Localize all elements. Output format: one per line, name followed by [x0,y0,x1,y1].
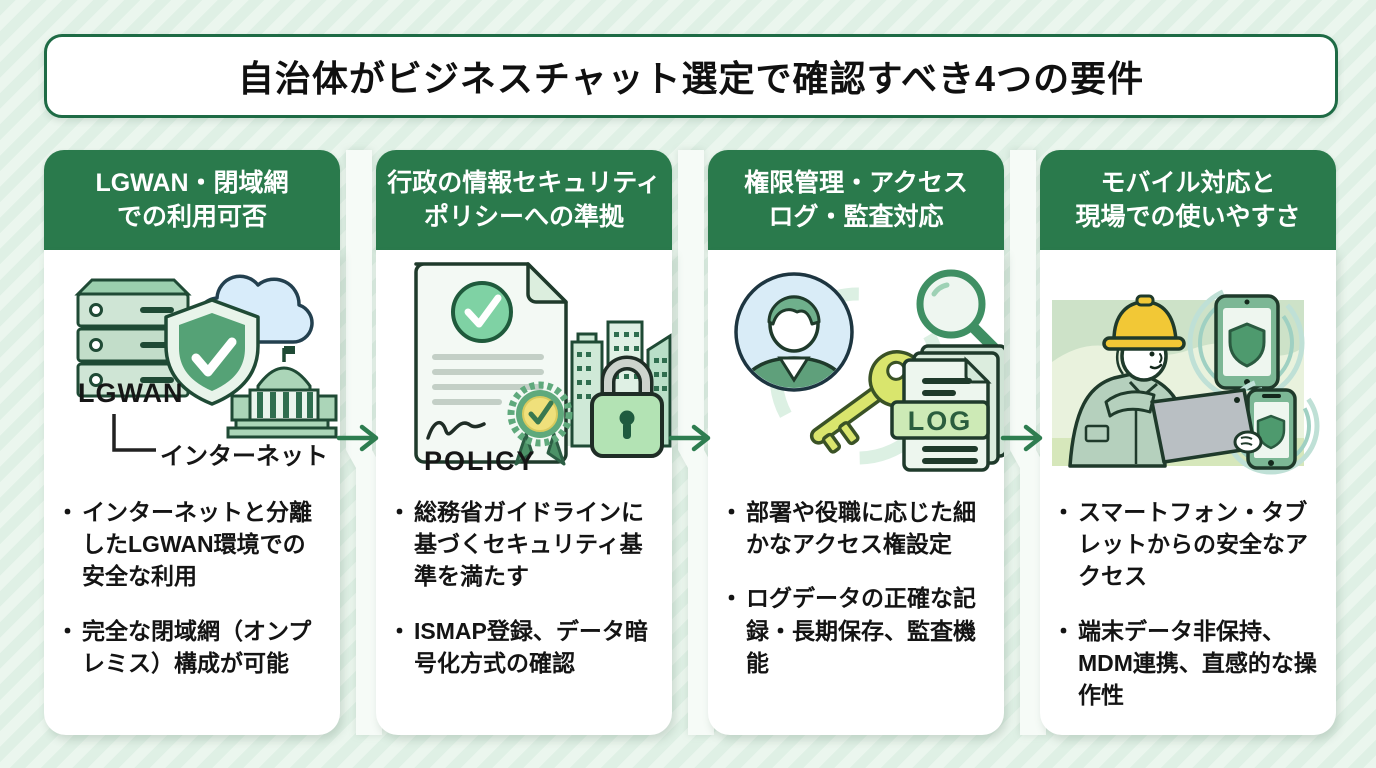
bullet-text: 部署や役職に応じた細かなアクセス権設定 [746,499,976,558]
requirement-card-access-log: 権限管理・アクセス ログ・監査対応 [708,150,1004,735]
server-icon [74,278,192,398]
bullet-text: スマートフォン・タブレットからの安全なアクセス [1078,499,1308,590]
requirement-card-lgwan: LGWAN・閉域網 での利用可否 [44,150,340,735]
card-header-lgwan: LGWAN・閉域網 での利用可否 [44,150,340,250]
bullet-text: 端末データ非保持、MDM連携、直感的な操作性 [1078,617,1317,708]
certified-badge-icon [507,381,573,466]
lgwan-illustration: LGWAN インターネット [44,250,340,482]
bullet-list-lgwan: ・ インターネットと分離したLGWAN環境での安全な利用 ・ 完全な閉域網（オン… [44,496,340,679]
arrow-right-icon [336,421,384,455]
log-label: LOG [908,406,973,436]
bullet-marker: ・ [56,499,79,525]
card-header-line2: ログ・監査対応 [768,203,944,231]
shield-check-icon [164,298,260,406]
card-header-line2: 現場での使いやすさ [1075,203,1301,231]
lgwan-label: LGWAN [78,378,184,408]
policy-label: POLICY [424,446,537,476]
requirement-card-policy: 行政の情報セキュリティ ポリシーへの準拠 [376,150,672,735]
card-header-line2: ポリシーへの準拠 [423,203,624,231]
gap-band [1002,150,1046,735]
card-header-mobile: モバイル対応と 現場での使いやすさ [1040,150,1336,250]
bullet-item: ・ 完全な閉域網（オンプレミス）構成が可能 [56,615,328,679]
access-control-icon: LOG [734,269,1004,472]
bullet-text: インターネットと分離したLGWAN環境での安全な利用 [82,499,312,590]
access-log-illustration: LOG [708,250,1004,482]
page-title: 自治体がビジネスチャット選定で確認すべき4つの要件 [237,58,1145,99]
bullet-marker: ・ [1052,617,1075,644]
bullet-item: ・ ISMAP登録、データ暗号化方式の確認 [388,615,660,679]
bullet-text: ログデータの正確な記録・長期保存、監査機能 [746,585,976,676]
padlock-icon [590,355,664,458]
bullet-text: 総務省ガイドラインに基づくセキュリティ基準を満たす [414,499,644,590]
bullet-list-policy: ・ 総務省ガイドラインに基づくセキュリティ基準を満たす ・ ISMAP登録、デー… [376,496,672,679]
internet-label: インターネット [160,443,328,470]
card-header-line1: モバイル対応と [1100,168,1276,197]
card-header-access-log: 権限管理・アクセス ログ・監査対応 [708,150,1004,250]
card-header-line1: 行政の情報セキュリティ [387,168,661,197]
gap-band [670,150,714,735]
requirement-card-mobile: モバイル対応と 現場での使いやすさ [1040,150,1336,735]
worker-figure [1068,294,1263,468]
gap-band [338,150,382,735]
arrow-right-icon [1000,421,1048,455]
connector-line [112,414,156,452]
bullet-item: ・ 端末データ非保持、MDM連携、直感的な操作性 [1052,615,1324,712]
card-header-line2: での利用可否 [116,203,267,231]
bullet-marker: ・ [720,499,743,525]
log-documents-icon: LOG [890,344,1004,472]
policy-illustration: POLICY [376,250,672,482]
lgwan-network-icon [74,274,338,452]
card-body-mobile: ・ スマートフォン・タブレットからの安全なアクセス ・ 端末データ非保持、MDM… [1040,250,1336,735]
card-header-line1: LGWAN・閉域網 [95,168,289,197]
card-body-access-log: LOG ・ 部署や役職に応じた細かなアクセス権設定 ・ ログデータの正確な記録・… [708,250,1004,735]
bullet-item: ・ スマートフォン・タブレットからの安全なアクセス [1052,496,1324,593]
bullet-item: ・ 総務省ガイドラインに基づくセキュリティ基準を満たす [388,496,660,593]
bullet-marker: ・ [720,585,743,612]
card-body-policy: POLICY ・ 総務省ガイドラインに基づくセキュリティ基準を満たす ・ ISM… [376,250,672,735]
card-header-line1: 権限管理・アクセス [744,168,968,197]
bullet-list-mobile: ・ スマートフォン・タブレットからの安全なアクセス ・ 端末データ非保持、MDM… [1040,496,1336,711]
bullet-item: ・ ログデータの正確な記録・長期保存、監査機能 [720,582,992,679]
bullet-marker: ・ [56,617,79,644]
bullet-marker: ・ [1052,499,1075,525]
government-building-icon [226,346,338,439]
mobile-illustration [1040,250,1336,482]
card-body-lgwan: LGWAN インターネット ・ インターネットと分離したLGWAN環境での安全な… [44,250,340,735]
bullet-marker: ・ [388,617,411,644]
tablet-shield-icon [1187,284,1305,402]
field-worker-icon [1052,284,1320,475]
bullet-marker: ・ [388,499,411,525]
arrow-right-icon [668,421,716,455]
bullet-item: ・ インターネットと分離したLGWAN環境での安全な利用 [56,496,328,593]
bullet-text: 完全な閉域網（オンプレミス）構成が可能 [82,617,312,676]
bullet-text: ISMAP登録、データ暗号化方式の確認 [414,617,648,676]
policy-compliance-icon [414,262,672,466]
user-avatar-icon [734,272,854,392]
bullet-list-access-log: ・ 部署や役職に応じた細かなアクセス権設定 ・ ログデータの正確な記録・長期保存… [708,496,1004,679]
title-banner: 自治体がビジネスチャット選定で確認すべき4つの要件 [44,34,1338,118]
card-header-policy: 行政の情報セキュリティ ポリシーへの準拠 [376,150,672,250]
bullet-item: ・ 部署や役職に応じた細かなアクセス権設定 [720,496,992,560]
